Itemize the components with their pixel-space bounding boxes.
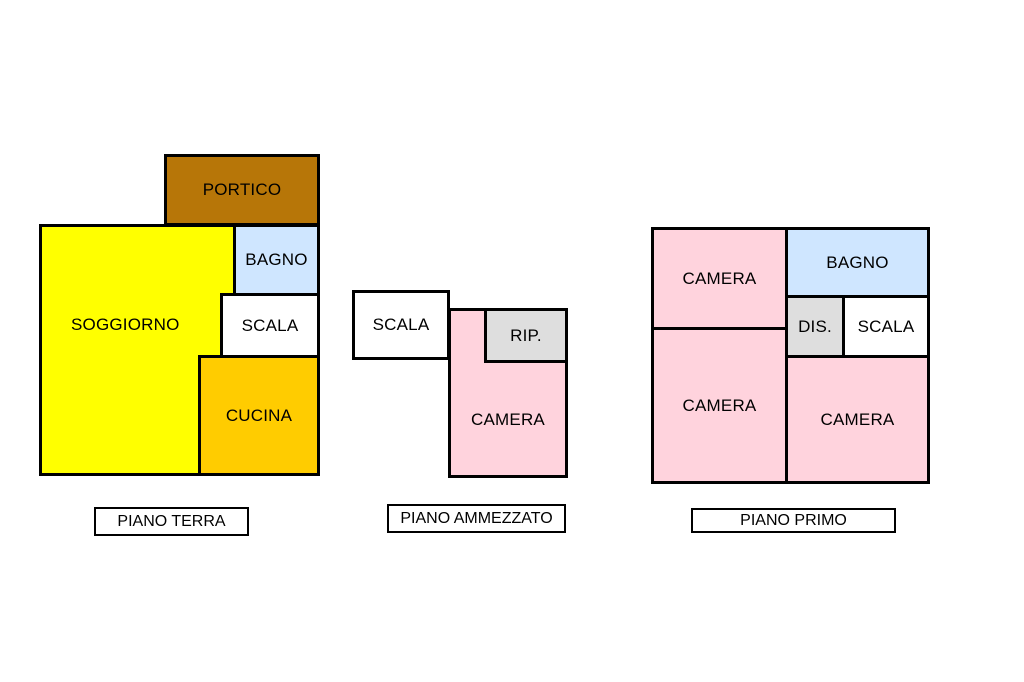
room-label-cucina: CUCINA <box>225 405 293 425</box>
room-label-dis: DIS. <box>798 316 832 336</box>
room-bagno-primo: BAGNO <box>785 227 930 298</box>
room-camera-primo-bottom-left: CAMERA <box>651 327 788 484</box>
room-label-scala-terra: SCALA <box>241 315 299 335</box>
caption-piano-ammezzato: PIANO AMMEZZATO <box>387 504 566 533</box>
room-label-bagno-primo: BAGNO <box>826 252 889 272</box>
room-bagno-terra: BAGNO <box>233 224 320 296</box>
room-portico: PORTICO <box>164 154 320 226</box>
room-label-scala-ammezzato: SCALA <box>372 315 430 334</box>
room-scala-primo: SCALA <box>842 295 930 358</box>
room-dis: DIS. <box>785 295 845 358</box>
room-label-bagno-terra: BAGNO <box>245 250 308 269</box>
room-camera-primo-bottom-right: CAMERA <box>785 355 930 484</box>
caption-text-piano-primo: PIANO PRIMO <box>740 511 847 529</box>
caption-text-piano-terra: PIANO TERRA <box>117 512 226 530</box>
room-rip: RIP. <box>484 308 568 363</box>
room-label-camera-primo-bottom-left: CAMERA <box>682 395 757 415</box>
caption-piano-primo: PIANO PRIMO <box>691 508 896 533</box>
room-label-soggiorno: SOGGIORNO <box>71 315 180 334</box>
room-label-camera-ammezzato: CAMERA <box>471 410 545 429</box>
caption-piano-terra: PIANO TERRA <box>94 507 249 536</box>
room-label-rip: RIP. <box>510 325 542 345</box>
caption-text-piano-ammezzato: PIANO AMMEZZATO <box>400 509 553 527</box>
room-label-portico: PORTICO <box>202 180 282 199</box>
room-cucina: CUCINA <box>198 355 320 476</box>
room-scala-ammezzato: SCALA <box>352 290 450 360</box>
room-label-scala-primo: SCALA <box>857 316 915 336</box>
room-camera-primo-top-left: CAMERA <box>651 227 788 330</box>
room-label-camera-primo-bottom-right: CAMERA <box>820 409 895 429</box>
room-label-camera-primo-top-left: CAMERA <box>682 268 757 288</box>
